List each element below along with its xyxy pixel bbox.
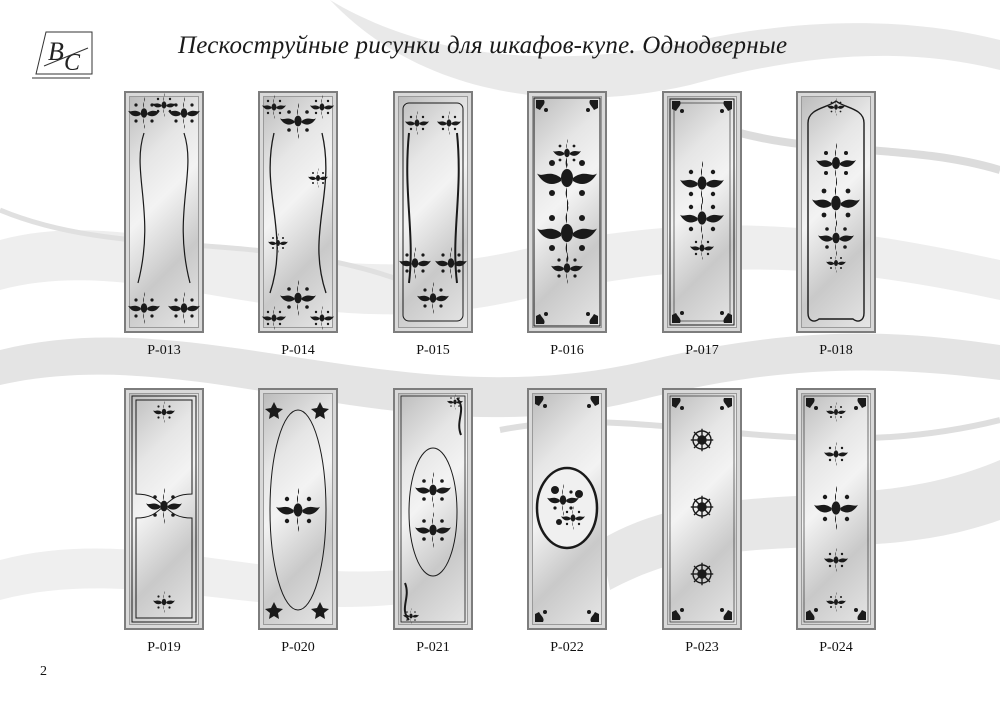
door-ornament: [669, 98, 735, 326]
door-ornament: [669, 395, 735, 623]
door-panel-p-020: [258, 388, 338, 630]
design-code-label: P-021: [416, 640, 450, 655]
door-panel-p-017: [662, 91, 742, 333]
design-code-label: P-019: [147, 640, 181, 655]
door-panel-p-024: [796, 388, 876, 630]
door-panel-p-023: [662, 388, 742, 630]
company-logo: B C: [32, 31, 93, 79]
design-code-label: P-013: [147, 343, 181, 358]
door-ornament: [807, 98, 865, 322]
door-ornament: [128, 93, 200, 324]
door-ornament: [400, 394, 466, 624]
svg-text:B: B: [48, 37, 64, 66]
design-code-label: P-017: [685, 343, 719, 358]
page-number: 2: [40, 664, 47, 679]
design-code-label: P-015: [416, 343, 450, 358]
design-code-label: P-016: [550, 343, 584, 358]
design-code-label: P-018: [819, 343, 853, 358]
design-code-label: P-014: [281, 343, 315, 358]
design-code-label: P-024: [819, 640, 853, 655]
page-title: Пескоструйные рисунки для шкафов-купе. О…: [178, 32, 788, 59]
door-panel-p-022: [527, 388, 607, 630]
door-ornament: [262, 95, 334, 330]
door-panel-p-019: [124, 388, 204, 630]
door-ornament: [535, 396, 599, 622]
door-ornament: [265, 402, 329, 619]
door-ornament: [533, 97, 601, 327]
door-panel-p-013: [124, 91, 204, 333]
door-panel-p-018: [796, 91, 876, 333]
door-panel-p-016: [527, 91, 607, 333]
door-panel-p-021: [393, 388, 473, 630]
door-panel-p-015: [393, 91, 473, 333]
door-ornament: [803, 395, 869, 623]
design-code-label: P-023: [685, 640, 719, 655]
design-code-label: P-022: [550, 640, 584, 655]
door-panel-p-014: [258, 91, 338, 333]
door-ornament: [399, 102, 467, 322]
design-code-label: P-020: [281, 640, 315, 655]
door-ornament: [131, 395, 197, 623]
